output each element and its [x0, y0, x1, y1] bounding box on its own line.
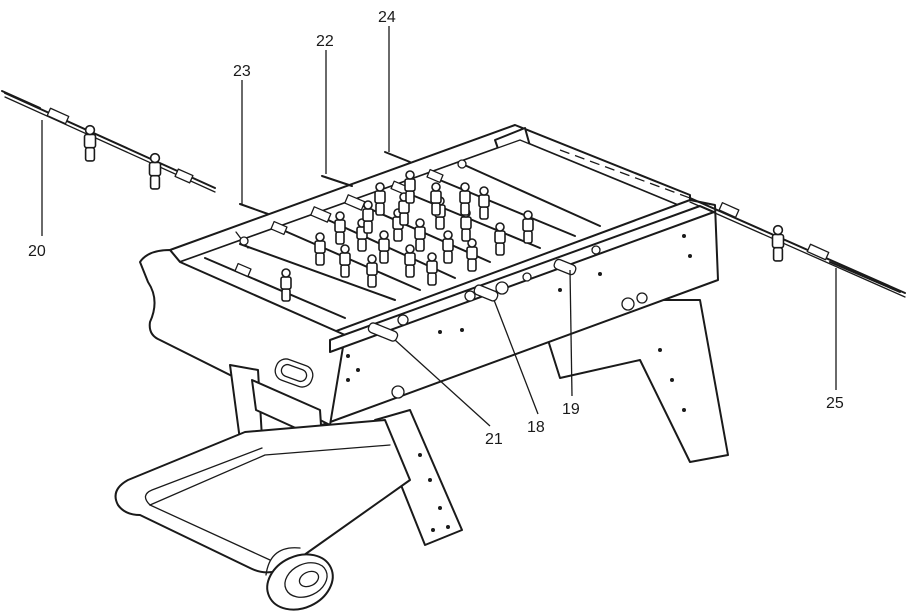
player-figure: [494, 222, 506, 256]
table-front-side: [139, 199, 719, 426]
player-figure: [478, 186, 490, 220]
player-figure: [414, 218, 426, 252]
rod-assembly-25: [689, 197, 906, 298]
rod-assembly-20: [1, 90, 216, 193]
leader-lines: [41, 26, 837, 427]
player-figure: [314, 232, 326, 266]
label-part-18: 18: [527, 419, 545, 436]
player-figure: [466, 238, 478, 272]
player-figure: [404, 170, 416, 204]
front-leg-and-base: [114, 364, 463, 611]
label-part-20: 20: [28, 243, 46, 260]
player-figure: [280, 268, 292, 302]
label-part-21: 21: [485, 431, 503, 448]
player-figure: [362, 200, 374, 234]
player-figure: [339, 244, 351, 278]
label-part-23: 23: [233, 63, 251, 80]
part-labels: 20 23 22 24 21 18 19 25: [28, 9, 844, 448]
player-figure: [426, 252, 438, 286]
player-figure: [771, 224, 785, 262]
player-figure: [430, 182, 442, 216]
player-figure: [442, 230, 454, 264]
short-rods: [235, 151, 411, 249]
label-part-22: 22: [316, 33, 334, 50]
player-figure: [459, 182, 471, 216]
player-figure: [148, 152, 162, 190]
player-figure: [404, 244, 416, 278]
label-part-25: 25: [826, 395, 844, 412]
rods-and-players: [204, 159, 601, 319]
player-figure: [374, 182, 386, 216]
player-figure: [83, 124, 97, 162]
player-figure: [356, 218, 368, 252]
player-figure: [334, 211, 346, 245]
player-figure: [366, 254, 378, 288]
player-figure: [378, 230, 390, 264]
label-part-19: 19: [562, 401, 580, 418]
label-part-24: 24: [378, 9, 396, 26]
player-figure: [522, 210, 534, 244]
